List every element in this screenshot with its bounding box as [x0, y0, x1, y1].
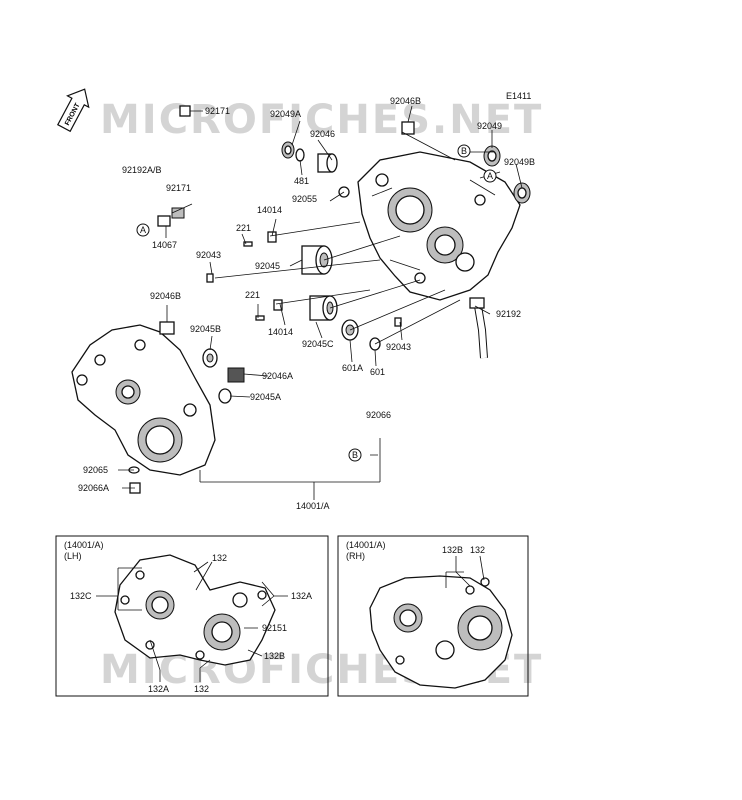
label-92049A: 92049A	[270, 109, 301, 119]
label-lh-132A-right: 132A	[291, 591, 312, 601]
label-lh-132A-bottom: 132A	[148, 684, 169, 694]
label-92049: 92049	[477, 121, 502, 131]
inset-lh-header-side: (LH)	[64, 551, 82, 561]
label-221-top: 221	[236, 223, 251, 233]
diagram-code: E1411	[506, 91, 531, 101]
label-92066: 92066	[366, 410, 391, 420]
label-92066A: 92066A	[78, 483, 109, 493]
label-92055: 92055	[292, 194, 317, 204]
label-14067: 14067	[152, 240, 177, 250]
watermark-top: MICROFICHES.NET	[100, 97, 543, 143]
label-601A: 601A	[342, 363, 363, 373]
label-14001A: 14001/A	[296, 501, 330, 511]
label-14014-top: 14014	[257, 205, 282, 215]
inset-rh: (14001/A) (RH) 132B 132	[337, 535, 529, 697]
label-lh-132-bottom: 132	[194, 684, 209, 694]
front-arrow-icon: FRONT	[57, 88, 90, 133]
label-rh-132: 132	[470, 545, 485, 555]
label-92046B-top: 92046B	[390, 96, 421, 106]
crankcase-lh	[71, 324, 216, 476]
label-92049B: 92049B	[504, 157, 535, 167]
callout-b-bottom: B	[348, 448, 362, 462]
label-lh-132B: 132B	[264, 651, 285, 661]
bearing-92046	[317, 153, 338, 173]
label-92046: 92046	[310, 129, 335, 139]
callout-a-right: A	[483, 169, 497, 183]
label-92045: 92045	[255, 261, 280, 271]
label-rh-132B: 132B	[442, 545, 463, 555]
label-92043-right: 92043	[386, 342, 411, 352]
label-92192: 92192	[496, 309, 521, 319]
label-92192AB: 92192A/B	[122, 165, 162, 175]
label-92045C: 92045C	[302, 339, 334, 349]
inset-rh-header-side: (RH)	[346, 551, 365, 561]
label-92065: 92065	[83, 465, 108, 475]
label-92046B-left: 92046B	[150, 291, 181, 301]
label-221-mid: 221	[245, 290, 260, 300]
bearing-92045C	[309, 295, 338, 321]
label-92045B: 92045B	[190, 324, 221, 334]
label-92046A: 92046A	[262, 371, 293, 381]
label-14014-mid: 14014	[268, 327, 293, 337]
crankcase-rh	[357, 151, 521, 301]
label-601: 601	[370, 367, 385, 377]
label-481: 481	[294, 176, 309, 186]
svg-text:A: A	[487, 171, 493, 181]
svg-text:A: A	[140, 225, 146, 235]
svg-text:B: B	[352, 450, 358, 460]
label-92171-mid: 92171	[166, 183, 191, 193]
inset-rh-header-ref: (14001/A)	[346, 540, 386, 550]
inset-lh-header-ref: (14001/A)	[64, 540, 104, 550]
callout-b-top: B	[457, 144, 471, 158]
bearing-92045	[301, 245, 333, 275]
callout-a-left: A	[136, 223, 150, 237]
svg-text:B: B	[461, 146, 467, 156]
label-92043-left: 92043	[196, 250, 221, 260]
label-lh-132C: 132C	[70, 591, 92, 601]
label-92171-top: 92171	[205, 106, 230, 116]
label-lh-92151: 92151	[262, 623, 287, 633]
label-92045A: 92045A	[250, 392, 281, 402]
label-lh-132-top: 132	[212, 553, 227, 563]
inset-lh: (14001/A) (LH) 132 132C 132A 92151 132B …	[55, 535, 329, 697]
